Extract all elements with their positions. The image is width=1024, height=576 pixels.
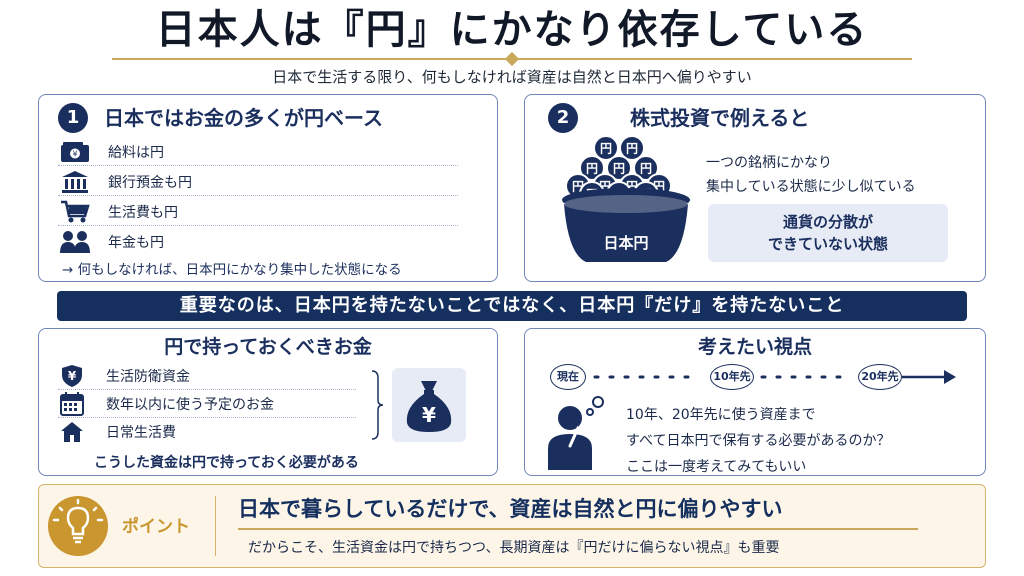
timeline-20-years: 20年先: [858, 364, 902, 390]
section1-number-badge: 1: [58, 103, 88, 133]
yen-coin-label: 円: [586, 162, 598, 176]
section3-heading: 円で持っておくべきお金: [164, 336, 372, 358]
yen-coin-label: 円: [626, 142, 638, 156]
point-box: [38, 484, 986, 568]
lightbulb-icon: [48, 496, 108, 556]
section4-text-line: すべて日本円で保有する必要があるのか？: [626, 433, 891, 449]
section4-heading: 考えたい視点: [697, 336, 812, 358]
yen-coin: [633, 155, 659, 181]
wallet-icon: ¥: [58, 140, 92, 164]
section2-text-line: 一つの銘柄にかなり: [706, 155, 832, 171]
calendar-icon: [58, 391, 86, 416]
section1-item: 生活費も円: [58, 198, 458, 226]
svg-text:¥: ¥: [68, 369, 77, 383]
shield-yen-icon: ¥: [58, 364, 86, 388]
item-label: 日常生活費: [106, 425, 176, 441]
yen-coin: [579, 155, 605, 181]
item-label: 数年以内に使う予定のお金: [106, 396, 274, 413]
section3-note: こうした資金は円で持っておく必要がある: [94, 455, 359, 471]
item-label: 給料は円: [108, 144, 164, 161]
yen-coin: [606, 155, 632, 181]
house-icon: [58, 420, 86, 444]
section1-heading: 日本ではお金の多くが円ベース: [104, 106, 383, 130]
svg-text:¥: ¥: [72, 149, 77, 158]
point-main-message: 日本で暮らしているだけで、資産は自然と円に偏りやすい: [238, 497, 783, 521]
section1-item: ¥ 給料は円: [58, 138, 458, 166]
page-title: 日本人は『円』にかなり依存している: [155, 7, 869, 53]
section1-item: 年金も円: [58, 228, 458, 256]
point-label: ポイント: [122, 517, 190, 537]
section2-number-badge: 2: [548, 103, 578, 133]
title-diamond-ornament: [504, 51, 520, 67]
bracket-brace: [371, 370, 384, 440]
currency-diversification-callout: 通貨の分散が できていない状態: [708, 204, 948, 262]
page-subtitle: 日本で生活する限り、何もしなければ資産は自然と日本円へ偏りやすい: [272, 68, 752, 86]
section1-card: [38, 94, 498, 282]
thinking-person-icon: [548, 396, 604, 470]
section2-text-line: 集中している状態に少し似ている: [706, 179, 916, 195]
timeline-10-years: 10年先: [710, 364, 754, 390]
yen-coin: [619, 135, 645, 161]
item-label: 生活防衛資金: [106, 368, 190, 385]
section2-heading: 株式投資で例えると: [630, 106, 810, 130]
section4-text-line: 10年、20年先に使う資産まで: [626, 407, 816, 423]
money-bag-panel: ¥: [392, 368, 466, 442]
section3-item: ¥ 生活防衛資金: [58, 362, 356, 390]
item-label: 生活費も円: [108, 204, 178, 221]
yen-coin: [593, 135, 619, 161]
section1-item: 銀行預金も円: [58, 168, 458, 196]
item-label: 年金も円: [108, 235, 164, 251]
item-label: 銀行預金も円: [108, 174, 192, 191]
callout-line: 通貨の分散が: [782, 213, 873, 231]
point-divider: [215, 496, 216, 556]
bag-yen-symbol: ¥: [422, 403, 436, 427]
basket-label: 日本円: [603, 234, 649, 252]
timeline-now: 現在: [550, 364, 586, 390]
yen-coin-label: 円: [600, 142, 612, 156]
point-sub-message: だからこそ、生活資金は円で持ちつつ、長期資産は『円だけに偏らない視点』も重要: [248, 540, 780, 556]
section4-card: [524, 328, 986, 476]
section4-text-line: ここは一度考えてみてもいい: [626, 459, 807, 475]
yen-coin-label: 円: [613, 162, 625, 176]
yen-basket-illustration: 円円円円円円円円円円円円: [562, 135, 690, 262]
point-underline: [238, 528, 918, 530]
callout-line: できていない状態: [767, 235, 888, 253]
timeline: [578, 370, 956, 384]
yen-coin-label: 円: [640, 162, 652, 176]
people-icon: [58, 230, 92, 254]
section3-item: 数年以内に使う予定のお金: [58, 390, 356, 418]
money-bag-icon: ¥: [406, 381, 452, 432]
bank-icon: [58, 170, 92, 194]
key-message-banner: 重要なのは、日本円を持たないことではなく、日本円『だけ』を持たないこと: [57, 291, 967, 321]
section3-item: 日常生活費: [58, 418, 356, 446]
section1-conclusion: → 何もしなければ、日本円にかなり集中した状態になる: [62, 262, 402, 278]
cart-icon: [58, 200, 92, 224]
